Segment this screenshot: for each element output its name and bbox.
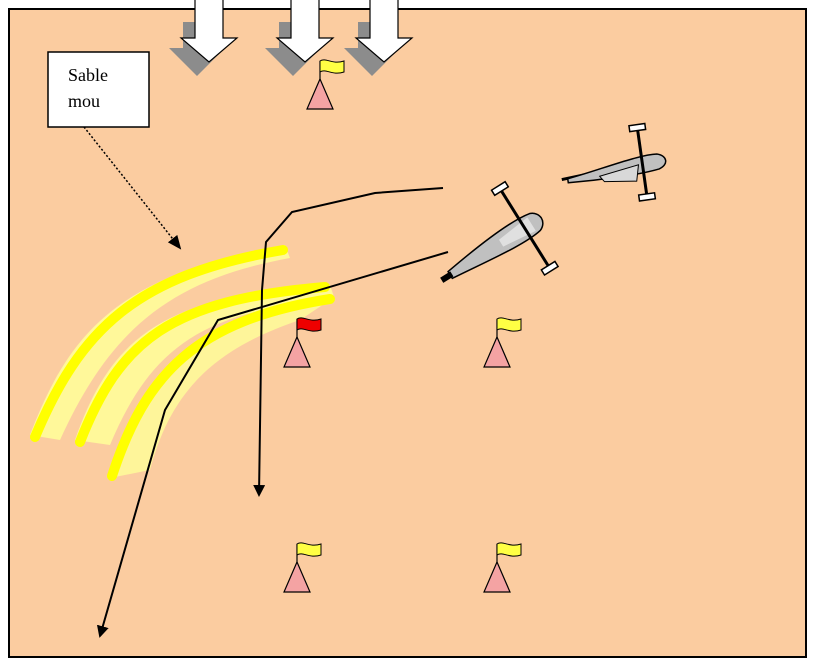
soft-sand-zone (30, 245, 335, 481)
soft-sand-callout: Sable mou (47, 51, 182, 250)
land-yacht-icon (440, 180, 560, 283)
cone-flag-icon (483, 542, 522, 593)
wind-arrows (168, 0, 413, 77)
cone-flag-icon (306, 59, 345, 110)
cone-flag-icon (283, 542, 322, 593)
callout-line-2: mou (68, 91, 100, 111)
callout-line-1: Sable (68, 65, 108, 85)
land-yacht-icon (561, 122, 667, 202)
cone-flag-icon (283, 317, 322, 368)
callout-pointer (83, 126, 182, 250)
trajectory-reach (96, 251, 449, 638)
course-markers (283, 59, 522, 593)
cone-flag-icon (483, 317, 522, 368)
trajectory-downwind-turn (253, 187, 444, 497)
trajectories (96, 187, 449, 638)
